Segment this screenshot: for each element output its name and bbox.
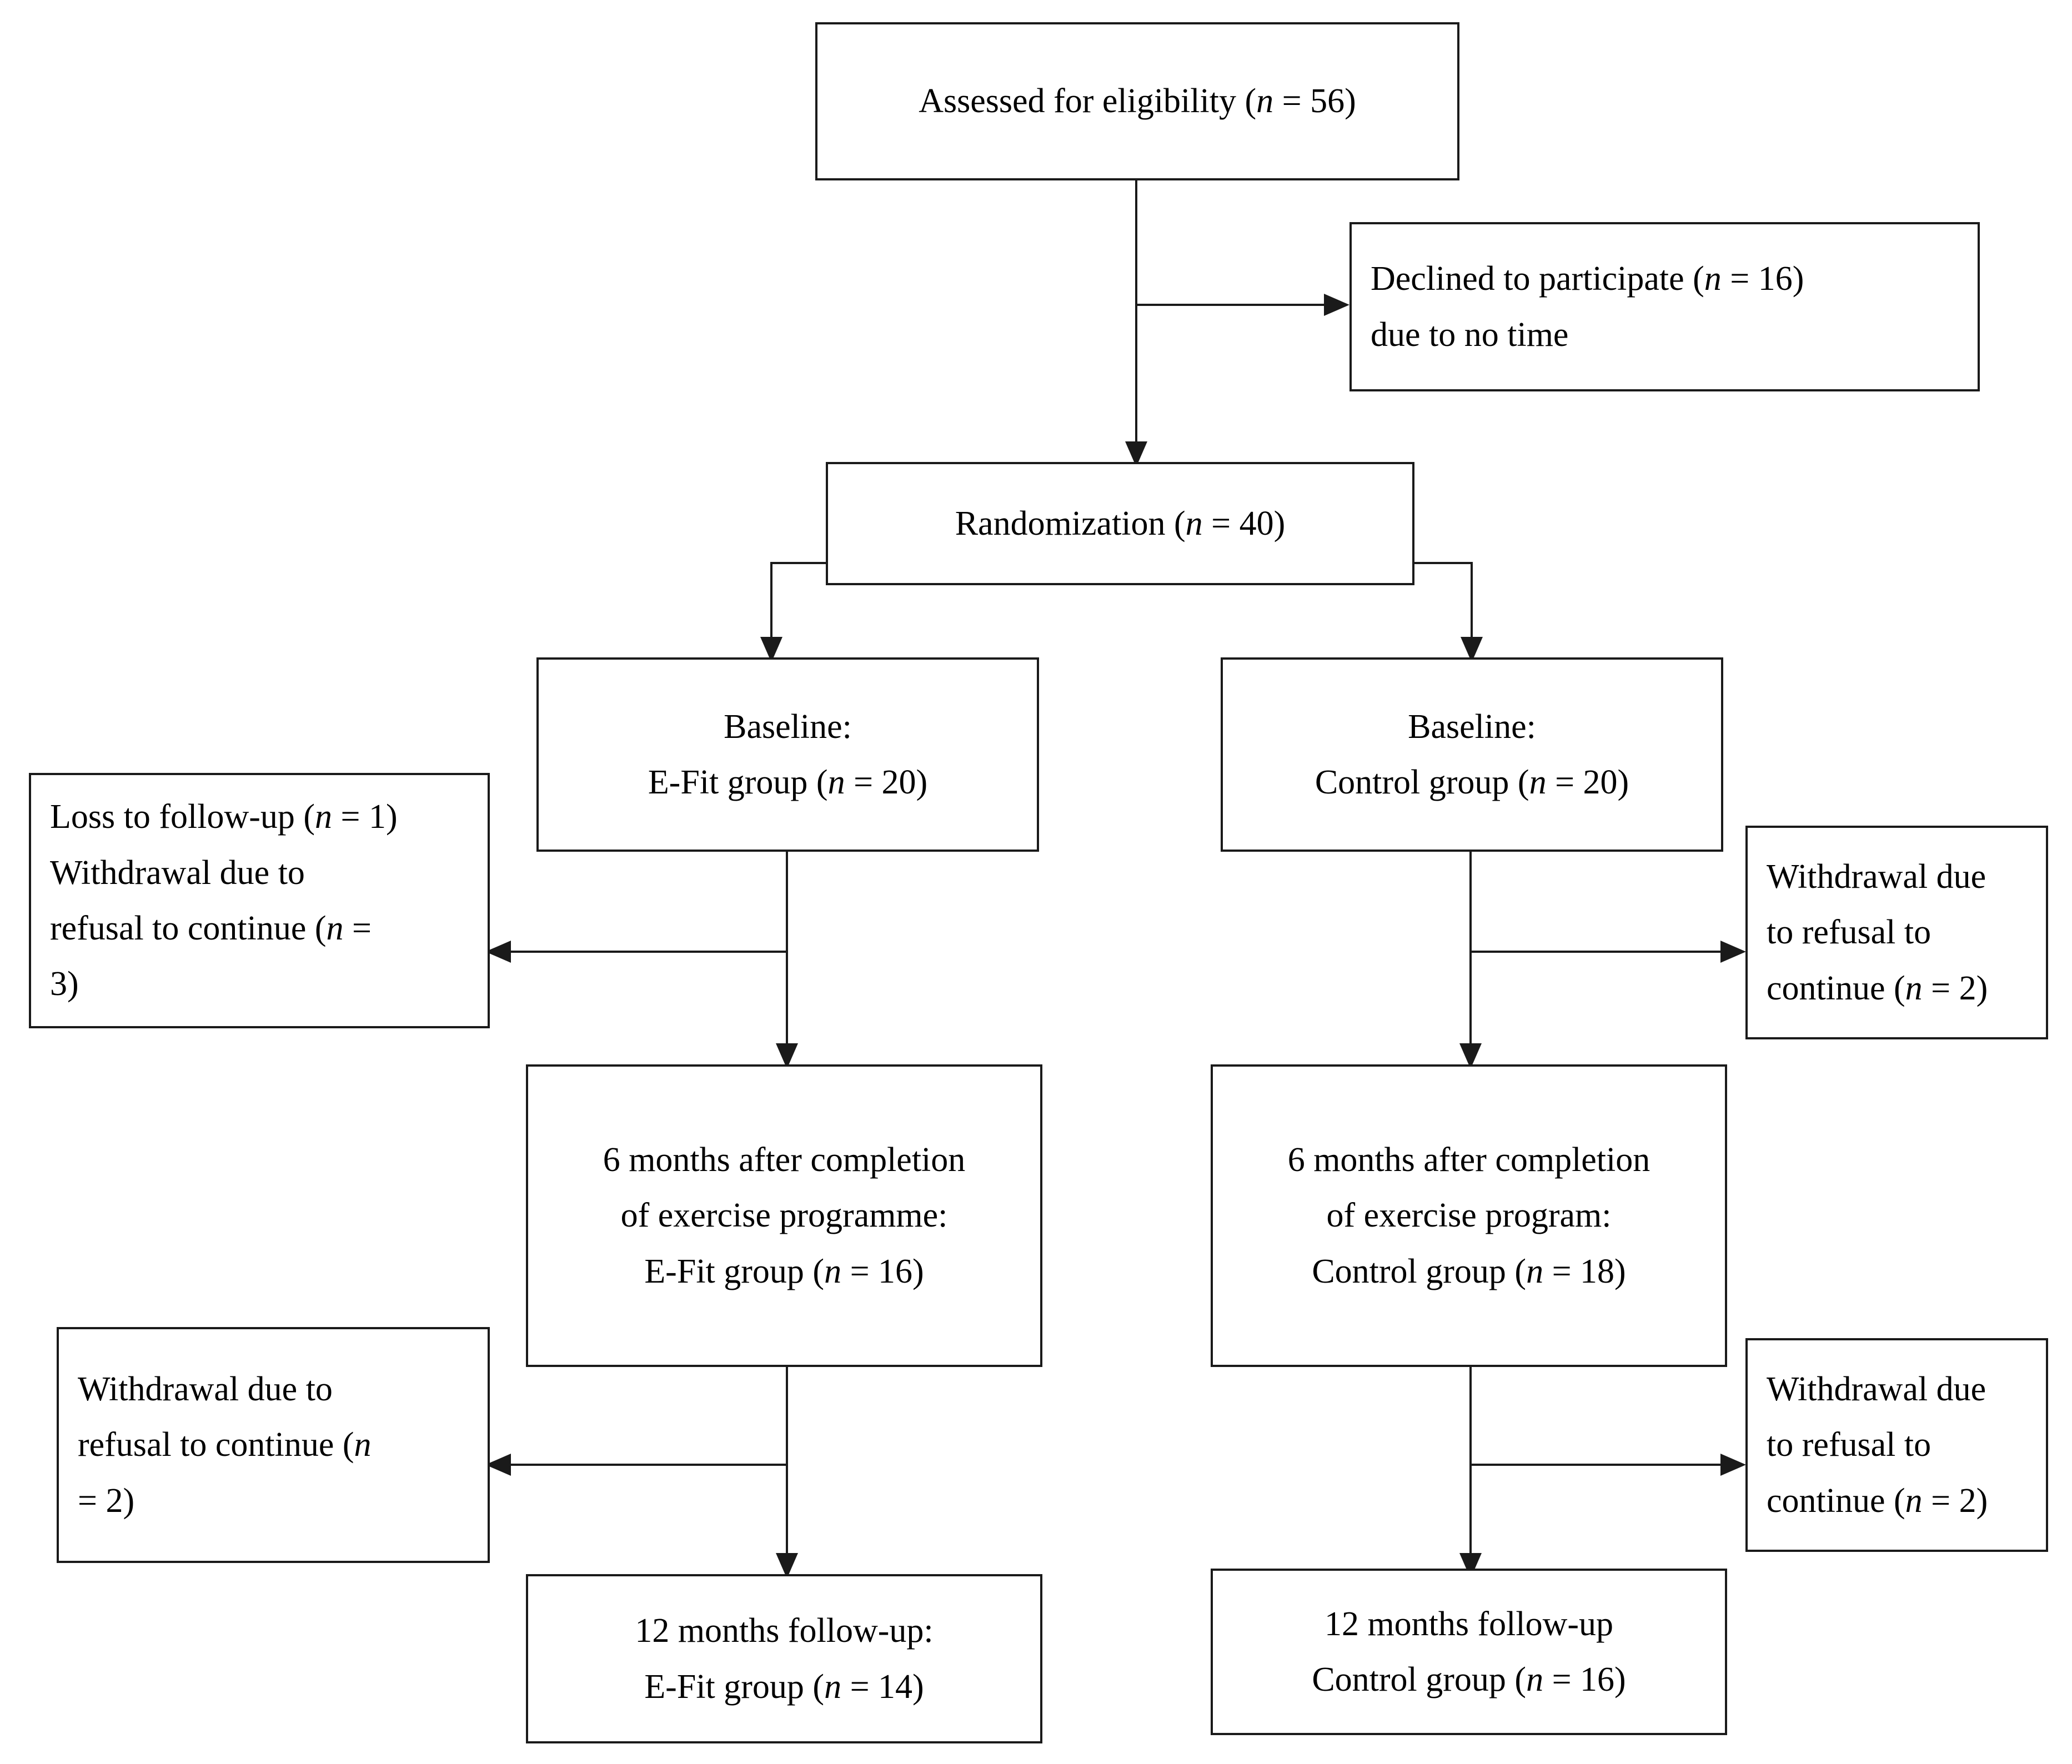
sixmonth-efit-line-3: E-Fit group (n = 16) [644, 1252, 924, 1290]
assessed-eligibility-text: Assessed for eligibility (n = 56) [919, 82, 1356, 120]
baseline-efit-line-2: E-Fit group (n = 20) [648, 763, 928, 801]
withdraw-control-6m-line-1: Withdrawal due [1767, 857, 1986, 896]
baseline-efit-line-1: Baseline: [724, 707, 852, 746]
baseline-control-line-2: Control group (n = 20) [1315, 763, 1629, 801]
arrowhead-to-withdrawal-control-6m [1720, 941, 1746, 963]
arrowhead-to-withdrawal-control-12m [1720, 1454, 1746, 1476]
connector-randomization-right [1471, 562, 1473, 637]
randomization-text: Randomization (n = 40) [955, 504, 1286, 542]
sixmonth-control-line-2: of exercise program: [1326, 1197, 1612, 1235]
arrowhead-to-declined [1324, 294, 1349, 316]
connector-efit-to-withdrawal-12m [511, 1464, 787, 1466]
withdraw-efit-12m-line-2: refusal to continue (n [78, 1426, 372, 1464]
twelvemonth-control-line-2: Control group (n = 16) [1312, 1661, 1626, 1698]
node-baseline-control: Baseline: Control group (n = 20) [1221, 657, 1723, 852]
baseline-control-line-1: Baseline: [1408, 707, 1536, 746]
node-withdrawal-efit-12m: Withdrawal due to refusal to continue (n… [57, 1327, 490, 1563]
node-randomization: Randomization (n = 40) [826, 462, 1414, 585]
connector-efit-baseline-to-6m [786, 852, 788, 1043]
withdraw-control-12m-line-1: Withdrawal due [1767, 1370, 1986, 1408]
withdraw-control-6m-line-3: continue (n = 2) [1767, 969, 1988, 1007]
twelvemonth-efit-line-2: E-Fit group (n = 14) [644, 1667, 924, 1706]
sixmonth-efit-line-2: of exercise programme: [620, 1197, 948, 1235]
node-loss-to-followup-efit: Loss to follow-up (n = 1) Withdrawal due… [29, 773, 490, 1028]
loss-efit-line-3: refusal to continue (n = [50, 909, 372, 947]
connector-randomization-left-top [770, 562, 828, 564]
connector-control-to-withdrawal-6m [1469, 951, 1720, 953]
connector-randomization-right-top [1412, 562, 1473, 564]
node-assessed-for-eligibility: Assessed for eligibility (n = 56) [815, 22, 1459, 180]
node-withdrawal-control-6m: Withdrawal due to refusal to continue (n… [1745, 826, 2048, 1039]
sixmonth-control-line-3: Control group (n = 18) [1312, 1252, 1626, 1290]
sixmonth-control-line-1: 6 months after completion [1287, 1140, 1650, 1179]
node-withdrawal-control-12m: Withdrawal due to refusal to continue (n… [1745, 1338, 2048, 1552]
node-12-months-control: 12 months follow-up Control group (n = 1… [1211, 1569, 1727, 1735]
connector-efit-6m-to-12m [786, 1367, 788, 1553]
twelvemonth-efit-line-1: 12 months follow-up: [635, 1612, 934, 1650]
connector-control-to-withdrawal-12m [1469, 1464, 1720, 1466]
node-baseline-efit: Baseline: E-Fit group (n = 20) [536, 657, 1039, 852]
node-declined-to-participate: Declined to participate (n = 16) due to … [1349, 222, 1980, 391]
connector-efit-to-loss-followup [511, 951, 787, 953]
connector-randomization-left [770, 562, 772, 637]
connector-to-declined [1135, 304, 1324, 306]
withdraw-control-6m-line-2: to refusal to [1767, 913, 1931, 952]
withdraw-efit-12m-line-3: = 2) [78, 1481, 135, 1520]
loss-efit-line-4: 3) [50, 965, 79, 1003]
node-6-months-control: 6 months after completion of exercise pr… [1211, 1064, 1727, 1367]
connector-control-baseline-to-6m [1469, 852, 1472, 1043]
withdraw-control-12m-line-3: continue (n = 2) [1767, 1481, 1988, 1520]
withdraw-control-12m-line-2: to refusal to [1767, 1426, 1931, 1464]
loss-efit-line-1: Loss to follow-up (n = 1) [50, 798, 398, 836]
loss-efit-line-2: Withdrawal due to [50, 853, 305, 892]
connector-eligibility-to-randomization [1135, 180, 1137, 441]
node-6-months-efit: 6 months after completion of exercise pr… [526, 1064, 1042, 1367]
declined-line-2: due to no time [1371, 315, 1569, 354]
twelvemonth-control-line-1: 12 months follow-up [1324, 1605, 1614, 1643]
connector-control-6m-to-12m [1469, 1367, 1472, 1553]
declined-line-1: Declined to participate (n = 16) [1371, 260, 1804, 298]
node-12-months-efit: 12 months follow-up: E-Fit group (n = 14… [526, 1574, 1042, 1743]
withdraw-efit-12m-line-1: Withdrawal due to [78, 1370, 333, 1408]
sixmonth-efit-line-1: 6 months after completion [603, 1140, 966, 1179]
